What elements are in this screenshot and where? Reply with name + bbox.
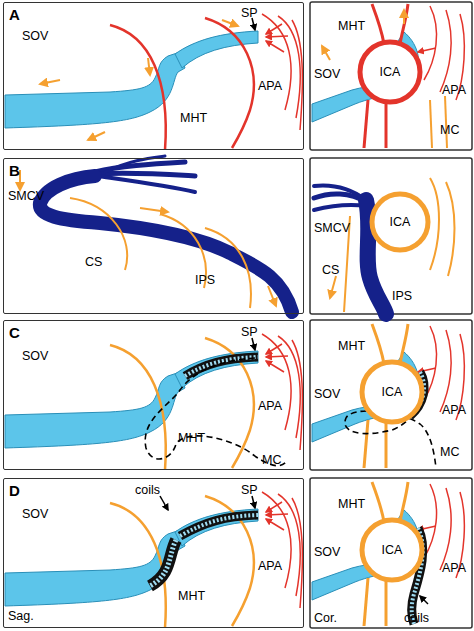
vessel-label: SOV xyxy=(22,30,48,43)
vessel-label: APA xyxy=(442,562,466,575)
vessel-label: SOV xyxy=(314,388,340,401)
vessel-label: SOV xyxy=(314,68,340,81)
vessel-label: MHT xyxy=(338,20,365,33)
vessel-label: Sag. xyxy=(8,610,34,623)
vessel-label: SP xyxy=(241,7,258,20)
vessel-label: APA xyxy=(258,80,282,93)
panel-frame: C xyxy=(3,320,304,470)
vessel-label: SOV xyxy=(22,508,48,521)
vessel-label: SMCV xyxy=(8,190,44,203)
vessel-label: APA xyxy=(258,400,282,413)
vessel-label: MHT xyxy=(338,498,365,511)
vessel-label: MC xyxy=(440,124,459,137)
vessel-label: MHT xyxy=(338,340,365,353)
vessel-label: APA xyxy=(442,404,466,417)
vessel-label: IPS xyxy=(195,274,215,287)
vessel-label: SMCV xyxy=(314,222,350,235)
artery-label: ICA xyxy=(356,66,424,79)
vessel-label: IPS xyxy=(392,290,412,303)
artery-label: ICA xyxy=(368,216,432,229)
vessel-label: CS xyxy=(322,264,339,277)
vessel-label: MHT xyxy=(180,112,207,125)
artery-label: ICA xyxy=(358,386,426,399)
artery-circle: ICA xyxy=(356,38,424,106)
vessel-label: MC xyxy=(262,454,281,467)
vessel-label: Cor. xyxy=(314,612,337,625)
panel-frame: D xyxy=(3,478,304,628)
panel-letter: D xyxy=(9,482,20,499)
vessel-label: MHT xyxy=(178,590,205,603)
vessel-label: coils xyxy=(404,612,429,625)
vessel-label: SOV xyxy=(314,546,340,559)
panel-frame: B xyxy=(3,158,304,314)
vessel-label: APA xyxy=(442,84,466,97)
vessel-label: coils xyxy=(135,484,160,497)
vessel-label: MHT xyxy=(178,432,205,445)
artery-circle: ICA xyxy=(358,516,426,584)
artery-circle: ICA xyxy=(358,358,426,426)
vessel-label: APA xyxy=(258,560,282,573)
vessel-label: SP xyxy=(241,326,258,339)
vessel-label: CS xyxy=(85,256,102,269)
panel-letter: A xyxy=(9,6,20,23)
vessel-label: MC xyxy=(440,446,459,459)
panel-letter: B xyxy=(9,162,20,179)
vessel-label: SOV xyxy=(22,350,48,363)
artery-label: ICA xyxy=(358,544,426,557)
artery-circle: ICA xyxy=(368,190,432,254)
vessel-label: SP xyxy=(241,484,258,497)
panel-letter: C xyxy=(9,324,20,341)
panel-frame: A xyxy=(3,2,304,150)
